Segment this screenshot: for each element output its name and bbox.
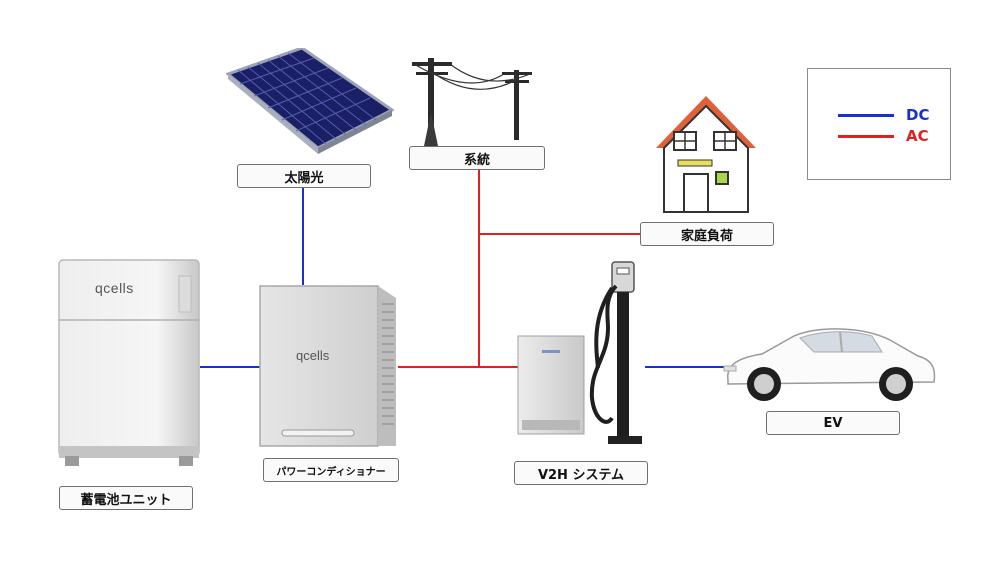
battery-logo: qcells (95, 280, 134, 296)
legend-ac-label: AC (906, 127, 929, 145)
v2h-system-icon (517, 261, 642, 444)
legend-row-dc: DC (838, 106, 929, 124)
solar-panel-icon (226, 48, 394, 154)
ev-car-icon (723, 328, 936, 401)
legend-dc-label: DC (906, 106, 930, 124)
grid-label: 系統 (409, 146, 545, 170)
pcs-logo: qcells (296, 348, 330, 363)
legend: DC AC (807, 68, 951, 180)
legend-row-ac: AC (838, 127, 929, 145)
legend-ac-swatch (838, 134, 894, 138)
battery-unit-icon (58, 259, 200, 466)
solar-label: 太陽光 (237, 164, 371, 188)
utility-pole-icon (412, 58, 532, 146)
ev-label: EV (766, 411, 900, 435)
v2h-label: V2H システム (514, 461, 648, 485)
legend-dc-swatch (838, 113, 894, 117)
power-conditioner: qcells (258, 282, 400, 452)
power-conditioner-icon (259, 285, 396, 447)
house-icon (656, 96, 756, 213)
battery-unit: qcells (55, 258, 203, 468)
home-load-label: 家庭負荷 (640, 222, 774, 246)
battery-label: 蓄電池ユニット (59, 486, 193, 510)
power-conditioner-label: パワーコンディショナー (263, 458, 399, 482)
